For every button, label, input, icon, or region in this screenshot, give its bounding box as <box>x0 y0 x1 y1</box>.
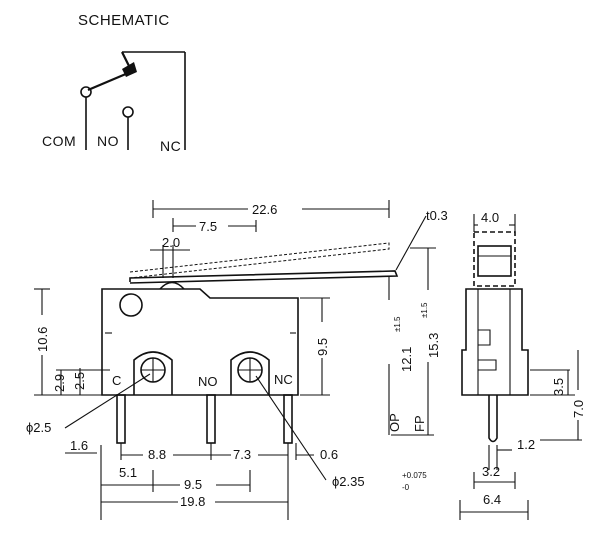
dim-hole-c: ϕ2.5 <box>26 420 51 435</box>
lever-top-solid <box>477 245 512 277</box>
boss-nc <box>230 351 270 395</box>
lever-travel <box>129 242 390 279</box>
dim-pitch-c: 0.6 <box>320 447 338 462</box>
lever-top <box>473 231 516 287</box>
dim-body-right: 9.5 <box>315 338 330 356</box>
com-node <box>80 86 92 98</box>
no-node <box>122 106 134 118</box>
terminal-nc: NC <box>274 372 293 387</box>
dim-side-base-a: 3.2 <box>482 464 500 479</box>
pin-c <box>116 394 126 444</box>
mount-hole-top <box>119 293 143 317</box>
dim-lever-length: 22.6 <box>252 202 277 217</box>
dim-side-a: 3.5 <box>551 378 566 396</box>
pin-no <box>206 394 216 444</box>
schematic: SCHEMATIC COM NO NC <box>42 12 186 154</box>
side-view: 4.0 3.5 7.0 1.2 3.2 6.4 <box>459 210 586 520</box>
schematic-title: SCHEMATIC <box>78 12 170 29</box>
dim-op-tol: ±1.5 <box>393 316 402 332</box>
leader-hole-c <box>64 373 151 429</box>
side-body <box>461 288 529 396</box>
side-notch <box>478 359 497 371</box>
dim-hole-nc-tol-plus: +0.075 <box>402 471 427 480</box>
dim-pitch-a: 8.8 <box>148 447 166 462</box>
boss-c <box>133 351 173 395</box>
dim-side-base-b: 6.4 <box>483 492 501 507</box>
dim-body-height: 10.6 <box>35 327 50 352</box>
terminal-no: NO <box>198 374 218 389</box>
dim-pin-mid: 2.5 <box>72 372 87 390</box>
pin-label-no: NO <box>97 133 119 149</box>
leader-hole-nc <box>255 375 327 481</box>
side-pin <box>488 395 498 443</box>
dim-lever-thickness: t0.3 <box>426 208 448 223</box>
dim-overall-width: 19.8 <box>180 494 205 509</box>
dim-fp-value: 15.3 <box>426 333 441 358</box>
dim-lever-pivot: 2.0 <box>162 235 180 250</box>
dim-pitch-left: 1.6 <box>70 438 88 453</box>
dim-pin-width: 1.2 <box>517 437 535 452</box>
dim-lever-mid: 7.5 <box>199 219 217 234</box>
dim-op-value: 12.1 <box>399 347 414 372</box>
lever-arm <box>129 270 399 284</box>
lever-knob <box>122 62 137 77</box>
dim-hole-nc-tol-minus: -0 <box>402 483 410 492</box>
dim-top-width: 4.0 <box>481 210 499 225</box>
dim-bottom-a: 5.1 <box>119 465 137 480</box>
actuator <box>159 281 185 290</box>
dim-hole-nc: ϕ2.35 <box>332 474 365 489</box>
pin-label-nc: NC <box>160 138 181 154</box>
dim-side-b: 7.0 <box>571 400 586 418</box>
terminal-c: C <box>112 373 121 388</box>
op-label: OP <box>387 413 402 432</box>
dim-pitch-b: 7.3 <box>233 447 251 462</box>
pin-label-com: COM <box>42 133 76 149</box>
dim-fp-tol: ±1.5 <box>420 302 429 318</box>
dim-pin-low: 2.9 <box>52 374 67 392</box>
leader-thickness <box>395 215 427 271</box>
dim-bottom-b: 9.5 <box>184 477 202 492</box>
fp-label: FP <box>412 415 427 432</box>
front-view: 22.6 7.5 2.0 C NO NC <box>26 200 448 520</box>
side-notch <box>478 329 491 346</box>
